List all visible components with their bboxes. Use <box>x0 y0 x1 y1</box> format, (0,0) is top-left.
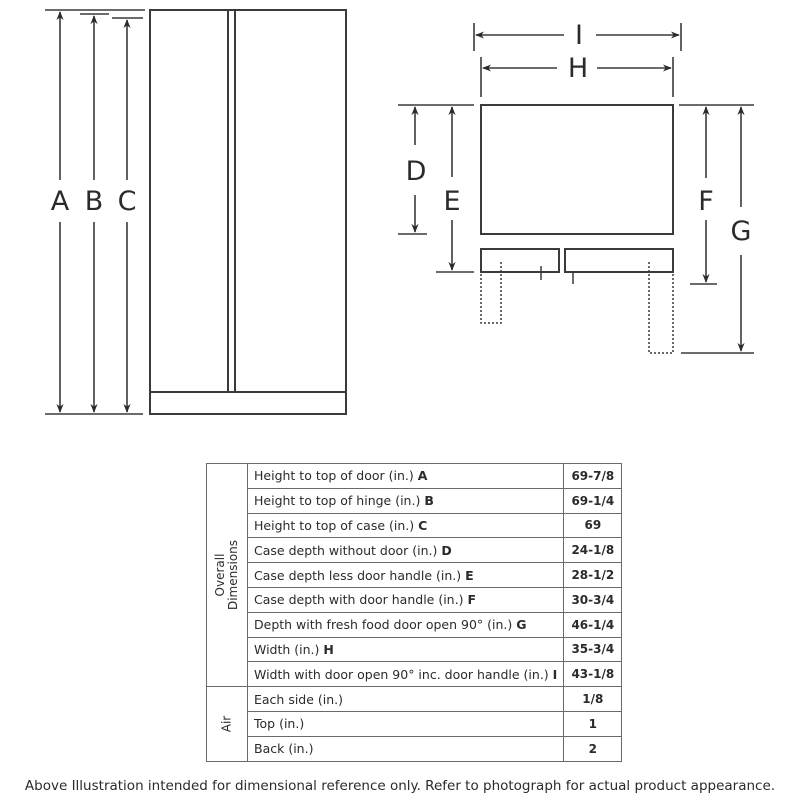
open-door-outlines <box>480 262 674 354</box>
group-label-line2: Dimensions <box>226 540 240 611</box>
table-row: Case depth without door (in.) D 24-1/8 <box>207 537 623 564</box>
table-row: Width with door open 90° inc. door handl… <box>207 661 623 688</box>
dimension-letter: A <box>417 468 428 484</box>
desc-text: Height to top of hinge (in.) <box>254 493 421 509</box>
row-description: Width with door open 90° inc. door handl… <box>246 661 565 688</box>
top-view-dimension-lines <box>398 23 754 354</box>
desc-text: Height to top of case (in.) <box>254 517 415 533</box>
desc-text: Height to top of door (in.) <box>254 468 414 484</box>
disclaimer-note: Above Illustration intended for dimensio… <box>24 778 776 794</box>
desc-text: Each side (in.) <box>254 691 344 707</box>
desc-text: Width with door open 90° inc. door handl… <box>254 666 549 682</box>
dim-label-h: H <box>568 53 588 84</box>
row-value: 46-1/4 <box>563 611 623 638</box>
dim-label-d: D <box>406 156 427 187</box>
row-value: 2 <box>563 735 623 762</box>
table-row: Back (in.) 2 <box>207 735 623 762</box>
row-value: 35-3/4 <box>563 636 623 663</box>
desc-text: Top (in.) <box>254 716 305 732</box>
row-description: Height to top of case (in.) C <box>246 512 565 539</box>
group-label-air: Air <box>206 686 248 762</box>
row-value: 1/8 <box>563 686 623 712</box>
front-view-dimension-lines <box>45 9 145 415</box>
row-value: 24-1/8 <box>563 537 623 564</box>
row-description: Height to top of hinge (in.) B <box>246 487 565 514</box>
dim-label-i: I <box>575 20 583 51</box>
table-row: Case depth with door handle (in.) F 30-3… <box>207 586 623 613</box>
row-description: Top (in.) <box>246 710 565 737</box>
row-description: Each side (in.) <box>246 686 565 712</box>
row-value: 69-1/4 <box>563 487 623 514</box>
row-description: Case depth less door handle (in.) E <box>246 562 565 588</box>
dimension-letter: C <box>418 517 428 533</box>
row-value: 69 <box>563 512 623 539</box>
desc-text: Width (in.) <box>254 641 320 657</box>
row-description: Width (in.) H <box>246 636 565 663</box>
dimension-letter: B <box>424 493 434 509</box>
row-value: 30-3/4 <box>563 586 623 613</box>
dim-label-a: A <box>51 186 70 217</box>
row-value: 1 <box>563 710 623 737</box>
dim-label-b: B <box>85 186 104 217</box>
row-description: Height to top of door (in.) A <box>246 463 565 489</box>
table-row: Depth with fresh food door open 90° (in.… <box>207 611 623 638</box>
desc-text: Back (in.) <box>254 741 314 757</box>
desc-text: Depth with fresh food door open 90° (in.… <box>254 617 513 633</box>
dimension-letter: I <box>552 666 558 682</box>
row-description: Case depth without door (in.) D <box>246 537 565 564</box>
row-description: Case depth with door handle (in.) F <box>246 586 565 613</box>
desc-text: Case depth less door handle (in.) <box>254 567 462 583</box>
dim-label-c: C <box>118 186 137 217</box>
table-row: Top (in.) 1 <box>207 710 623 737</box>
table-row: Height to top of case (in.) C 69 <box>207 512 623 539</box>
table-row: Case depth less door handle (in.) E 28-1… <box>207 562 623 588</box>
table-row: Height to top of hinge (in.) B 69-1/4 <box>207 487 623 514</box>
top-view-fridge <box>480 104 674 284</box>
dim-label-f: F <box>698 186 714 217</box>
row-description: Depth with fresh food door open 90° (in.… <box>246 611 565 638</box>
row-value: 69-7/8 <box>563 463 623 489</box>
desc-text: Case depth with door handle (in.) <box>254 592 464 608</box>
desc-text: Case depth without door (in.) <box>254 542 438 558</box>
dim-label-e: E <box>443 186 460 217</box>
dimension-letter: E <box>465 567 474 583</box>
table-row: Width (in.) H 35-3/4 <box>207 636 623 663</box>
row-description: Back (in.) <box>246 735 565 762</box>
dimension-letter: G <box>516 617 527 633</box>
group-label-line1: Air <box>219 715 234 733</box>
dimension-diagram: A B C <box>45 9 754 415</box>
row-value: 28-1/2 <box>563 562 623 588</box>
dim-label-g: G <box>731 216 752 247</box>
dimension-letter: F <box>467 592 476 608</box>
table-row: Air Each side (in.) 1/8 <box>206 686 623 762</box>
front-view-fridge <box>149 9 347 415</box>
dimension-letter: D <box>441 542 452 558</box>
dimension-letter: H <box>323 641 334 657</box>
row-value: 43-1/8 <box>563 661 623 688</box>
